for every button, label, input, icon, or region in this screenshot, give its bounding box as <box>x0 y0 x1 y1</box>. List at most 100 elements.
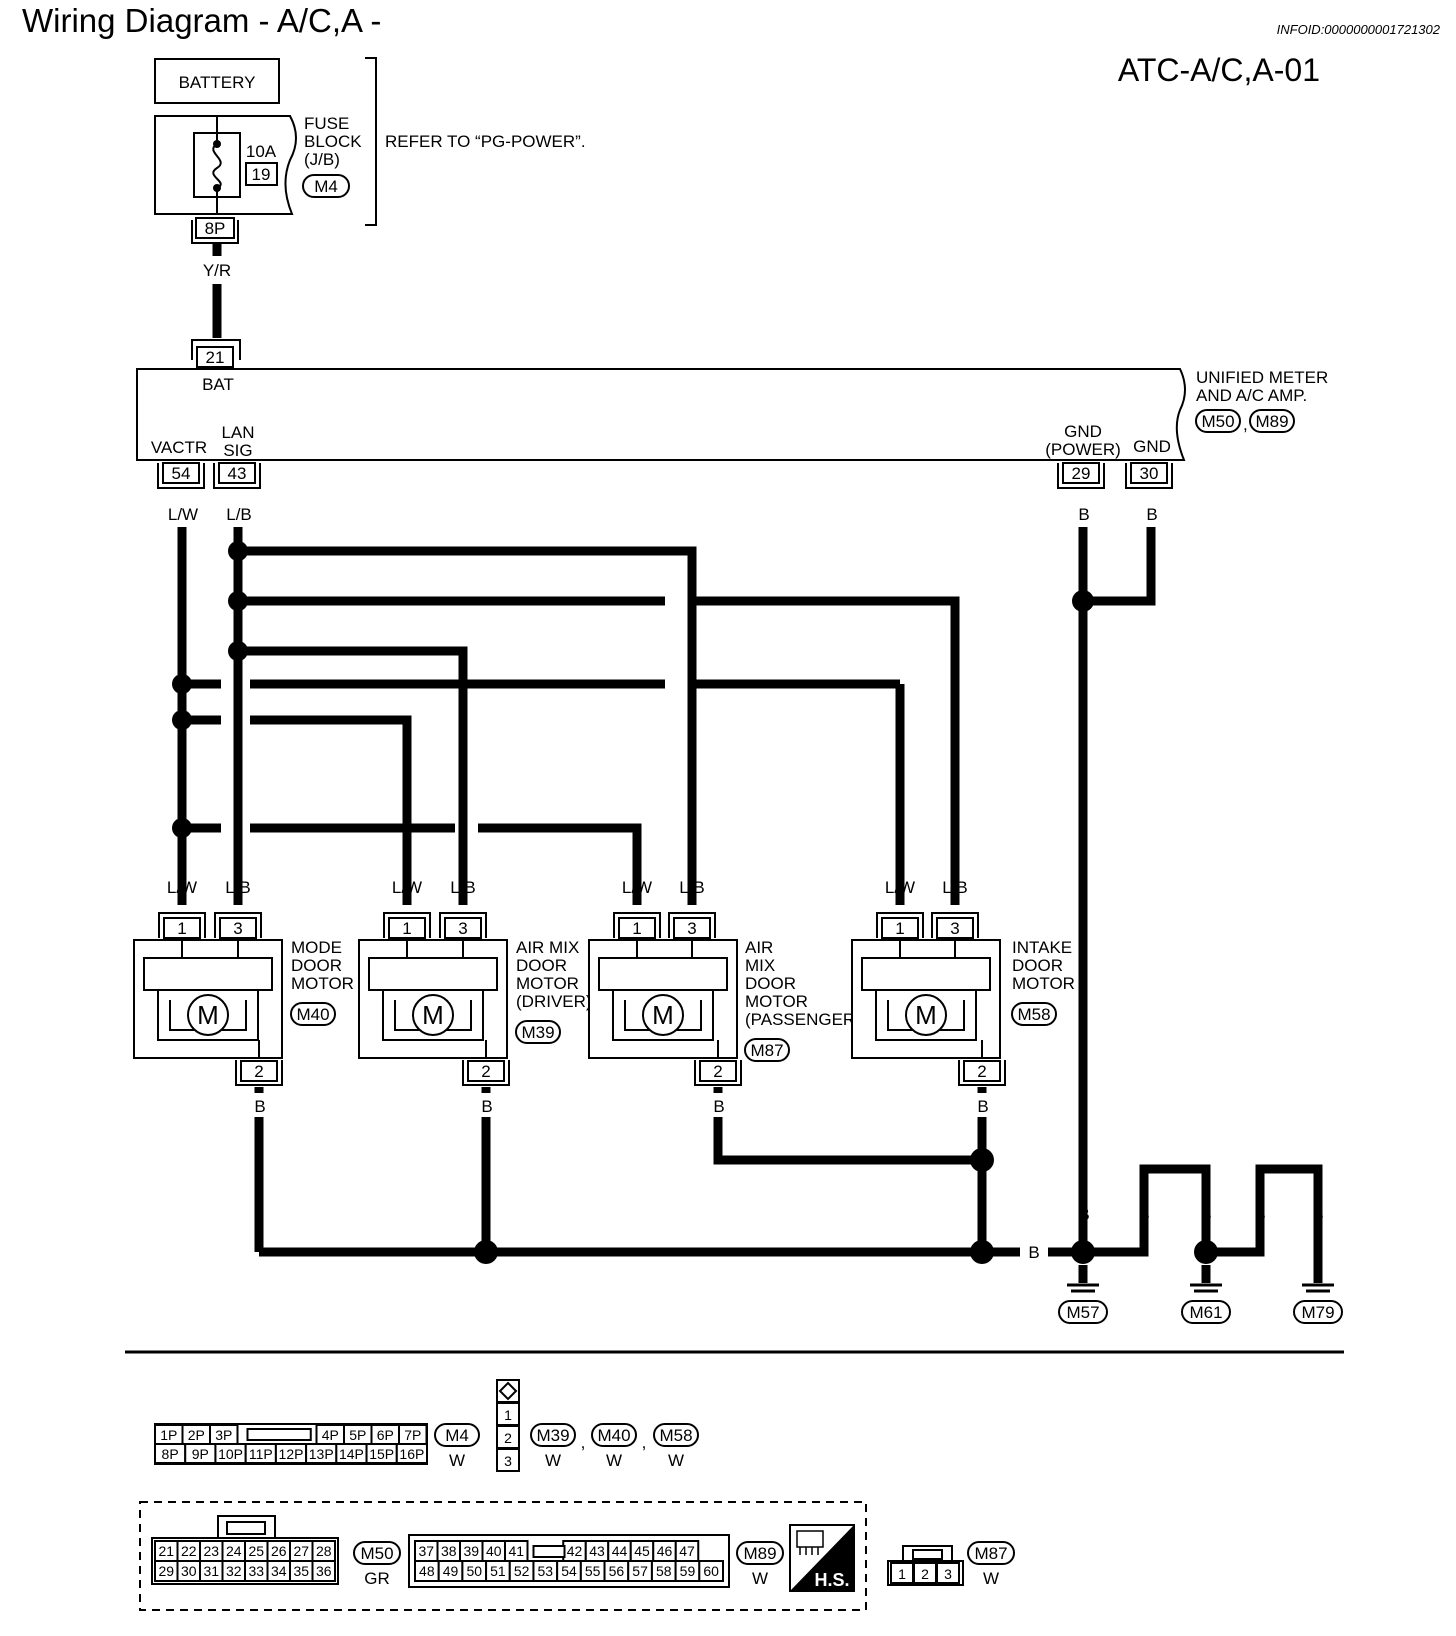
fuse-block-conn: M4 <box>314 177 338 196</box>
terminal-plug <box>958 1060 1006 1086</box>
lan-terminal: 43 <box>228 464 247 483</box>
vactr-wire-label: L/W <box>168 505 198 524</box>
pin-number: 24 <box>226 1543 242 1559</box>
terminal-box <box>163 917 201 939</box>
motor-symbol <box>412 994 454 1036</box>
pin-number: 25 <box>248 1543 264 1559</box>
motor-conn: M58 <box>1017 1005 1050 1024</box>
refer-text: REFER TO “PG-POWER”. <box>385 132 586 151</box>
key <box>226 1521 266 1535</box>
gnd-power-terminal: 29 <box>1072 464 1091 483</box>
amp-name-2: AND A/C AMP. <box>1196 386 1307 405</box>
fuse-out-terminal: 8P <box>205 219 226 238</box>
ground-m57: B M57 <box>1058 1205 1108 1324</box>
motor-name-line: AIR <box>745 938 773 957</box>
terminal-number: 2 <box>481 1062 490 1081</box>
pin-number: 46 <box>657 1543 673 1559</box>
pin-number: 1P <box>160 1427 177 1443</box>
svg-text:,: , <box>1243 415 1248 434</box>
motor-name-line: INTAKE <box>1012 938 1072 957</box>
conn-pill <box>353 1541 401 1565</box>
ground-b-wire-2: B <box>1138 1205 1149 1224</box>
pin-number: 45 <box>634 1543 650 1559</box>
ground-bus-wire-label: B <box>1028 1243 1039 1262</box>
terminal-number: 2 <box>977 1062 986 1081</box>
connector-latch <box>217 1515 276 1541</box>
terminal-number: 1 <box>402 919 411 938</box>
battery-label: BATTERY <box>179 73 256 92</box>
motor-conn-pill <box>290 1002 336 1026</box>
gnd-power-label-1: GND <box>1064 422 1102 441</box>
pin-number: 49 <box>443 1563 459 1579</box>
connector-latch <box>902 1545 953 1562</box>
gnd-power-wire-label: B <box>1078 505 1089 524</box>
pin-number: 29 <box>158 1563 174 1579</box>
pin-number: 33 <box>248 1563 264 1579</box>
motor-lead <box>612 990 714 1041</box>
terminal-number: 2 <box>713 1062 722 1081</box>
fuse-block-outline <box>154 115 297 215</box>
amp-ground-wires <box>1072 527 1156 1200</box>
motor-driver-block <box>143 957 273 991</box>
ground-m79: B M79 <box>1293 1200 1343 1324</box>
pin-number: 9P <box>192 1446 209 1462</box>
amp-bat-label: BAT <box>202 375 234 394</box>
terminal-plug <box>439 912 487 938</box>
vactr-bus <box>172 527 905 870</box>
terminal-box <box>219 917 257 939</box>
motor-lead <box>875 990 977 1041</box>
fuse-number: 19 <box>252 165 271 184</box>
motor-symbol <box>642 994 684 1036</box>
pin-number: 2 <box>504 1430 512 1446</box>
terminal-number: 1 <box>177 919 186 938</box>
terminal-plug <box>158 912 206 938</box>
pin-number: 2P <box>188 1427 205 1443</box>
pin-number: 6P <box>377 1427 394 1443</box>
pin-number: 50 <box>466 1563 482 1579</box>
motor-driver-block <box>861 957 991 991</box>
conn-color: W <box>606 1451 622 1470</box>
terminal-number: 3 <box>233 919 242 938</box>
conn-color: GR <box>364 1569 390 1588</box>
conn-color: W <box>752 1569 768 1588</box>
battery-box <box>154 58 280 104</box>
motor-wire-b-label: B <box>977 1097 988 1116</box>
separator: , <box>642 1433 647 1452</box>
pin-cell <box>395 1443 428 1464</box>
pin-number: 41 <box>508 1543 524 1559</box>
amp-conn-m89: M89 <box>1255 412 1288 431</box>
gnd-label: GND <box>1133 437 1171 456</box>
conn-color: W <box>668 1451 684 1470</box>
fuse-block-label-2: BLOCK <box>304 132 362 151</box>
motor-conn: M39 <box>521 1023 554 1042</box>
pin-number: 52 <box>514 1563 530 1579</box>
terminal-plug <box>694 1060 742 1086</box>
pin-number: 59 <box>680 1563 696 1579</box>
key <box>246 1428 312 1441</box>
pin-cell <box>311 1560 336 1582</box>
terminal-box <box>673 917 711 939</box>
fuse-block-label-1: FUSE <box>304 114 349 133</box>
motor-wire-b-label: B <box>254 1097 265 1116</box>
pin-number: 14P <box>339 1446 364 1462</box>
pin-number: 28 <box>316 1543 332 1559</box>
ground-m61: B M61 <box>1181 1205 1231 1324</box>
pin-cell <box>936 1562 960 1584</box>
motor-ground-bus <box>254 1117 1323 1264</box>
motor-conn-pill <box>515 1020 561 1044</box>
pin-number: 3 <box>944 1566 952 1582</box>
motor-name-line: MOTOR <box>516 974 579 993</box>
separator: , <box>581 1433 586 1452</box>
conn-label: M4 <box>445 1426 469 1445</box>
diamond-icon <box>498 1381 518 1401</box>
vactr-terminal: 54 <box>172 464 191 483</box>
pin-number: 38 <box>441 1543 457 1559</box>
terminal-box <box>467 1060 505 1082</box>
terminal-box <box>699 1060 737 1082</box>
